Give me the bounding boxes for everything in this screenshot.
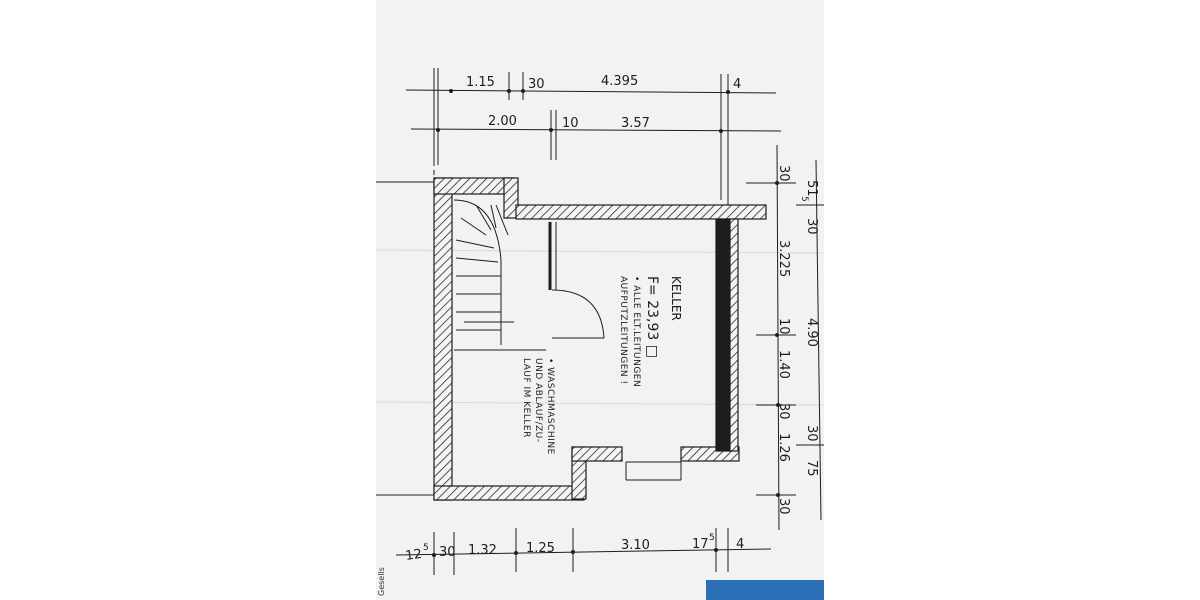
dim-right-1-d: 1.40 bbox=[776, 350, 791, 379]
dim-right-1-g: 30 bbox=[776, 498, 791, 515]
dim-right-1-b: 3.225 bbox=[776, 240, 791, 277]
note-washer-line2: UND ABLAUF/ZU- bbox=[533, 358, 543, 443]
dim-top-2-c: 3.57 bbox=[621, 116, 650, 131]
dim-right-2-b: 30 bbox=[804, 218, 819, 235]
dim-top-1-c: 4.395 bbox=[601, 74, 638, 89]
dim-bottom-g: 4 bbox=[736, 537, 744, 552]
corner-text: Gesells bbox=[377, 567, 386, 596]
basement-walls bbox=[433, 177, 767, 501]
dim-bottom-e: 3.10 bbox=[621, 538, 650, 553]
dim-right-1-a: 30 bbox=[776, 165, 791, 182]
door-swing bbox=[548, 222, 605, 339]
binder-edge bbox=[706, 580, 824, 600]
note-electrical-line1: • ALLE ELT.LEITUNGEN bbox=[631, 276, 641, 387]
dim-top-2-b: 10 bbox=[562, 116, 579, 131]
dim-top-1-b: 30 bbox=[528, 77, 545, 92]
dim-bottom-d: 1.25 bbox=[526, 541, 555, 556]
dim-right-2-e: 75 bbox=[804, 460, 819, 477]
dim-bottom-a-sup: 5 bbox=[423, 543, 429, 553]
staircase bbox=[453, 199, 546, 351]
dimension-markers bbox=[432, 89, 780, 557]
dim-bottom-c: 1.32 bbox=[468, 543, 497, 558]
dim-right-1-c: 10 bbox=[776, 318, 791, 335]
room-area: F= 23,93 □ bbox=[644, 276, 660, 358]
dim-right-2-a: 51 bbox=[804, 180, 819, 197]
dim-bottom-a: 12 bbox=[404, 547, 422, 564]
dim-top-1-a: 1.15 bbox=[466, 75, 495, 90]
dim-right-1-f: 1.26 bbox=[776, 433, 791, 462]
note-washer-line3: LAUF IM KELLER bbox=[521, 358, 531, 438]
dim-right-2-c: 4.90 bbox=[804, 318, 819, 347]
dim-top-2-a: 2.00 bbox=[488, 114, 517, 129]
dim-right-2-d: 30 bbox=[804, 425, 819, 442]
dim-bottom-f-sup: 5 bbox=[709, 533, 715, 543]
floor-plan-drawing: 1.15 30 4.395 4 2.00 10 3.57 12 5 30 1.3… bbox=[376, 68, 824, 600]
floor-plan-sheet: 1.15 30 4.395 4 2.00 10 3.57 12 5 30 1.3… bbox=[376, 0, 824, 600]
dim-bottom-b: 30 bbox=[439, 545, 456, 560]
window-opening bbox=[625, 461, 682, 481]
note-washer-line1: • WASCHMASCHINE bbox=[545, 358, 555, 455]
room-name: KELLER bbox=[669, 276, 683, 321]
dim-right-1-e: 30 bbox=[776, 403, 791, 420]
note-electrical-line2: AUFPUTZLEITUNGEN ! bbox=[618, 276, 628, 385]
dim-bottom-f: 17 bbox=[692, 537, 709, 552]
dim-right-2-a-sup: 5 bbox=[799, 196, 809, 202]
dim-top-1-d: 4 bbox=[733, 77, 741, 92]
